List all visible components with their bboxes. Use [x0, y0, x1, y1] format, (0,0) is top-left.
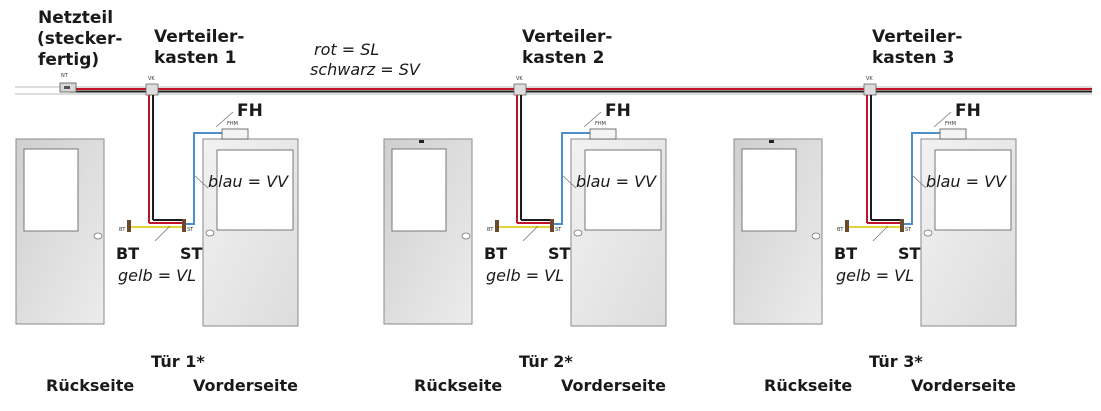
unit-2: [383, 83, 667, 327]
back-door-knob-2: [461, 232, 471, 240]
st-label-1: ST: [180, 244, 203, 263]
distribution-box-label-2: Verteiler-: [522, 27, 613, 47]
yellow-wire-label-1: gelb = VL: [118, 266, 197, 285]
opener-leader-2: [583, 111, 602, 128]
box-tag-2: VK: [516, 76, 523, 82]
opener-leader-3: [933, 111, 952, 128]
blue-leader-2: [562, 175, 577, 189]
door-opener-3: [939, 128, 967, 140]
bt-label-1: BT: [116, 244, 140, 263]
bt-label-2: BT: [484, 244, 508, 263]
door-title-1: Tür 1*: [151, 352, 205, 371]
back-door-window-2: [391, 148, 447, 232]
st-sensor-1: [182, 219, 186, 232]
unit-3: [733, 83, 1017, 327]
box-tag-3: VK: [866, 76, 873, 82]
door-opener-2: [589, 128, 617, 140]
distribution-box-1: [145, 83, 159, 96]
front-side-label-2: Vorderseite: [561, 376, 666, 395]
st-tag-2: ST: [555, 227, 562, 233]
opener-tag-3: FHM: [945, 121, 956, 127]
blue-wire-label-1: blau = VV: [208, 172, 289, 191]
front-side-label-3: Vorderseite: [911, 376, 1016, 395]
power-supply-label-3: fertig): [38, 50, 100, 70]
cable-legend-red: rot = SL: [314, 40, 380, 59]
power-supply: [59, 82, 77, 93]
power-supply-label-2: (stecker-: [37, 29, 123, 49]
front-door-window-2: [584, 149, 662, 231]
st-sensor-2: [550, 219, 554, 232]
st-tag-3: ST: [905, 227, 912, 233]
distribution-box-label-3: Verteiler-: [872, 27, 963, 47]
door-title-3: Tür 3*: [869, 352, 923, 371]
bt-sensor-3: [845, 220, 849, 232]
blue-leader-1: [194, 175, 209, 189]
opener-label-3: FH: [955, 101, 981, 121]
st-label-3: ST: [898, 244, 921, 263]
st-tag-1: ST: [187, 227, 194, 233]
main-cable: [15, 86, 1092, 95]
wire-blue-2: [553, 132, 590, 225]
blue-wire-label-3: blau = VV: [926, 172, 1007, 191]
opener-tag-1: FHM: [227, 121, 238, 127]
distribution-box-number-1: kasten 1: [154, 48, 237, 68]
distribution-box-3: [863, 83, 877, 96]
front-door-knob-2: [573, 229, 583, 237]
distribution-box-number-3: kasten 3: [872, 48, 955, 68]
yellow-leader-3: [872, 225, 889, 242]
st-label-2: ST: [548, 244, 571, 263]
opener-label-2: FH: [605, 101, 631, 121]
power-supply-label-1: Netzteil: [38, 8, 114, 28]
box-tag-1: VK: [148, 76, 155, 82]
bt-tag-1: BT: [119, 227, 126, 233]
bt-tag-2: BT: [487, 227, 494, 233]
front-side-label-1: Vorderseite: [193, 376, 298, 395]
opener-tag-2: FHM: [595, 121, 606, 127]
front-door-knob-3: [923, 229, 933, 237]
cable-legend-black: schwarz = SV: [310, 60, 420, 79]
door-opener-1: [221, 128, 249, 140]
front-door-window-3: [934, 149, 1012, 231]
distribution-box-label-1: Verteiler-: [154, 27, 245, 47]
back-side-label-1: Rückseite: [46, 376, 135, 395]
bt-sensor-2: [495, 220, 499, 232]
yellow-wire-label-2: gelb = VL: [486, 266, 565, 285]
st-sensor-3: [900, 219, 904, 232]
back-door-knob-1: [93, 232, 103, 240]
distribution-box-number-2: kasten 2: [522, 48, 605, 68]
yellow-leader-1: [154, 225, 171, 242]
back-door-window-3: [741, 148, 797, 232]
front-door-knob-1: [205, 229, 215, 237]
back-door-sensor-3: [769, 140, 774, 143]
unit-1: [15, 83, 299, 327]
distribution-box-2: [513, 83, 527, 96]
opener-leader-1: [215, 111, 234, 128]
back-door-knob-3: [811, 232, 821, 240]
door-title-2: Tür 2*: [519, 352, 573, 371]
wire-blue-1: [185, 132, 222, 225]
yellow-wire-label-3: gelb = VL: [836, 266, 915, 285]
opener-label-1: FH: [237, 101, 263, 121]
back-door-sensor-2: [419, 140, 424, 143]
bt-label-3: BT: [834, 244, 858, 263]
wire-blue-3: [903, 132, 940, 225]
power-supply-tag: NT: [61, 73, 68, 79]
back-side-label-3: Rückseite: [764, 376, 853, 395]
bt-sensor-1: [127, 220, 131, 232]
yellow-leader-2: [522, 225, 539, 242]
front-door-window-1: [216, 149, 294, 231]
back-side-label-2: Rückseite: [414, 376, 503, 395]
blue-wire-label-2: blau = VV: [576, 172, 657, 191]
blue-leader-3: [912, 175, 927, 189]
bt-tag-3: BT: [837, 227, 844, 233]
back-door-window-1: [23, 148, 79, 232]
